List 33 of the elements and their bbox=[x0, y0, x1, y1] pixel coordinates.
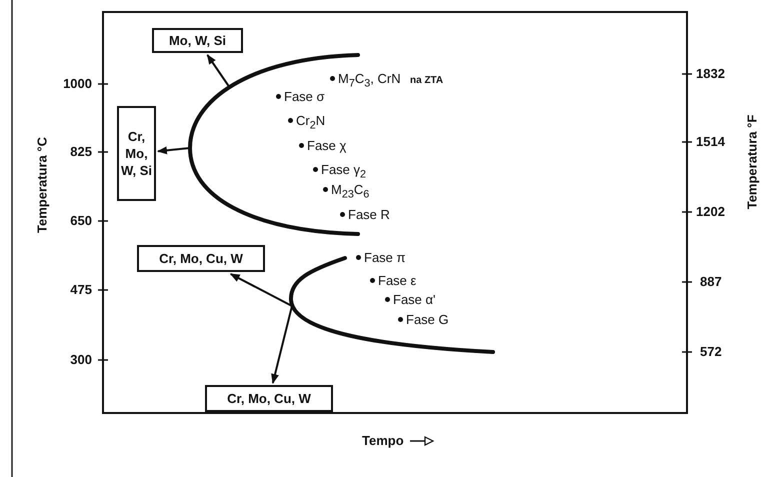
element-box: Cr, Mo, Cu, W bbox=[137, 245, 265, 272]
arrow bbox=[206, 54, 231, 89]
phase-label: Fase σ bbox=[284, 89, 325, 104]
axis-tick-label: 475 bbox=[70, 282, 92, 297]
note-text: na ZTA bbox=[410, 74, 444, 88]
arrow bbox=[271, 306, 293, 384]
phase-label: Fase π bbox=[364, 250, 406, 265]
axis-tick-label: 1514 bbox=[696, 134, 725, 149]
phase-label: Fase χ bbox=[307, 138, 346, 153]
axis-tick-label: 887 bbox=[700, 274, 722, 289]
axis-title: Tempo bbox=[362, 433, 404, 448]
axis-tick-label: 300 bbox=[70, 352, 92, 367]
phase-label: Fase ε bbox=[378, 273, 416, 288]
axis-tick-label: 1202 bbox=[696, 204, 725, 219]
phase-label: M$_{23}$C$_{6}$ bbox=[331, 182, 370, 203]
axis-title: Temperatura °F bbox=[744, 114, 760, 210]
axis-tick-label: 1832 bbox=[696, 66, 725, 81]
phase-label: Fase α' bbox=[393, 292, 436, 307]
phase-label: M$_{7}$C$_{3}$, CrN bbox=[338, 71, 401, 92]
arrow bbox=[230, 273, 292, 307]
element-box: Cr, Mo, Cu, W bbox=[205, 385, 333, 412]
axis-tick-label: 1000 bbox=[63, 76, 92, 91]
phase-label: Fase γ$_{2}$ bbox=[321, 162, 366, 183]
arrow bbox=[157, 146, 190, 154]
phase-label: Fase R bbox=[348, 207, 390, 222]
phase-label: Cr$_{2}$N bbox=[296, 113, 326, 134]
phase-label: Fase G bbox=[406, 312, 449, 327]
element-box: Cr, Mo, W, Si bbox=[117, 106, 156, 201]
axis-tick-label: 825 bbox=[70, 144, 92, 159]
axis-title: Temperatura °C bbox=[34, 137, 50, 233]
axis-tick-label: 650 bbox=[70, 213, 92, 228]
axis-tick-label: 572 bbox=[700, 344, 722, 359]
element-box: Mo, W, Si bbox=[152, 28, 243, 53]
